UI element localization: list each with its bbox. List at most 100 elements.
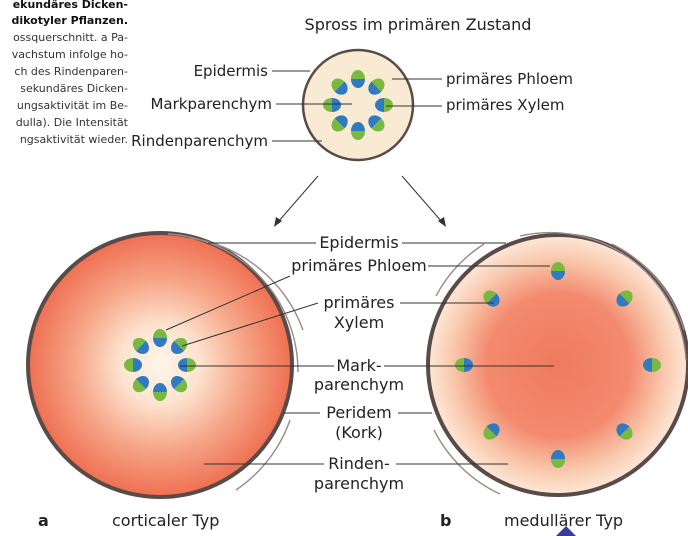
phloem-leader-left [165,275,291,331]
xylem-half [616,423,630,437]
triangle-marker-icon [556,526,576,536]
peridem-label-line2: (Kork) [335,423,383,442]
xylem-half [550,271,566,280]
phloem-half [619,426,633,440]
xylem-half [350,79,366,88]
top-markparenchym-label: Markparenchym [150,95,272,113]
epidermis-label: Epidermis [319,233,398,252]
caption-line: ekundäres Dicken- [13,0,128,11]
phloem-half [350,131,366,140]
phloem-half [323,97,332,113]
primary-stem-circle [301,48,415,162]
vascular-bundle [152,383,168,401]
phloem-half [187,357,196,373]
vascular-bundle [323,97,341,113]
phloem-half [550,459,566,468]
phloem-half [371,78,385,92]
caption-line: ungsaktivität im Be- [17,99,128,112]
xylem-half [643,357,652,373]
caption-line: ossquerschnitt. a Pa- [13,31,128,44]
caption-line: sekundäres Dicken- [20,82,128,95]
peel-lamella-b2 [611,243,685,331]
panel-a-label: corticaler Typ [112,511,219,530]
caption-line: vachstum infolge ho- [12,48,128,61]
xylem-half [178,357,187,373]
xylem-half [464,357,473,373]
phloem-half [174,337,188,351]
xylem-label-line2: Xylem [334,313,384,332]
vascular-bundle [616,423,633,440]
vascular-bundle [483,423,500,440]
phloem-half [619,290,633,304]
xylem-half [332,97,341,113]
vascular-bundle [375,97,393,113]
phloem-half [371,118,385,132]
vascular-bundle [124,357,142,373]
top-epidermis-label: Epidermis [194,62,269,80]
xylem-half [135,376,149,390]
xylem-half [368,81,382,95]
rinden-label-line1: Rinden- [328,454,390,473]
phloem-half [455,357,464,373]
phloem-half [174,379,188,393]
caption-line: ngsaktivität wieder. [20,133,128,146]
vascular-bundle [643,357,661,373]
vascular-bundle [171,337,188,354]
phloem-half [350,70,366,79]
caption-line: dulla). Die Intensität [16,116,129,129]
phloem-half [152,392,168,401]
vascular-bundle [178,357,196,373]
top-xylem-label: primäres Xylem [446,96,564,114]
peel-lamella-b1 [519,231,687,361]
primary-state-title: Spross im primären Zustand [305,15,532,34]
peridem-label-line1: Peridem [326,403,392,422]
xylem-half [350,122,366,131]
xylem-leader-left [181,302,319,347]
phloem-half [132,337,146,351]
vascular-bundle [331,115,348,132]
vascular-bundle [550,262,566,280]
phloem-label: primäres Phloem [291,256,427,275]
peel-lamella-a3 [235,419,291,491]
xylem-half [334,81,348,95]
cortical-stem-circle [26,231,294,499]
phloem-half [331,118,345,132]
vascular-bundle [350,70,366,88]
top-rindenparenchym-label: Rindenparenchym [131,132,268,150]
xylem-half [334,115,348,129]
mark-label-line2: parenchym [314,375,404,394]
xylem-half [368,115,382,129]
caption-line: dikotyler Pflanzen. [12,14,128,27]
vascular-bundle [616,290,633,307]
phloem-half [132,379,146,393]
phloem-half [331,78,345,92]
arrow-to-a [274,175,319,227]
vascular-bundle [171,376,188,393]
xylem-half [550,450,566,459]
peel-lamella-b3 [435,243,485,297]
vascular-bundle [132,337,149,354]
phloem-half [550,262,566,271]
vascular-bundle [132,376,149,393]
vascular-bundle [550,450,566,468]
vascular-bundle [368,78,385,95]
phloem-half [483,290,497,304]
xylem-half [152,338,168,347]
phloem-half [483,426,497,440]
caption-text: ekundäres Dicken- dikotyler Pflanzen. os… [12,0,129,146]
panel-a-letter: a [38,511,49,530]
xylem-half [616,293,630,307]
xylem-half [486,423,500,437]
arrow-to-b [401,175,446,227]
phloem-half [384,97,393,113]
vascular-bundle [152,329,168,347]
xylem-half [375,97,384,113]
primary-vascular-bundles [323,70,393,140]
peel-lamella-b4 [433,429,501,495]
panel-b-label: medullärer Typ [504,511,623,530]
top-phloem-label: primäres Phloem [446,70,573,88]
xylem-half [171,340,185,354]
vascular-bundle [331,78,348,95]
